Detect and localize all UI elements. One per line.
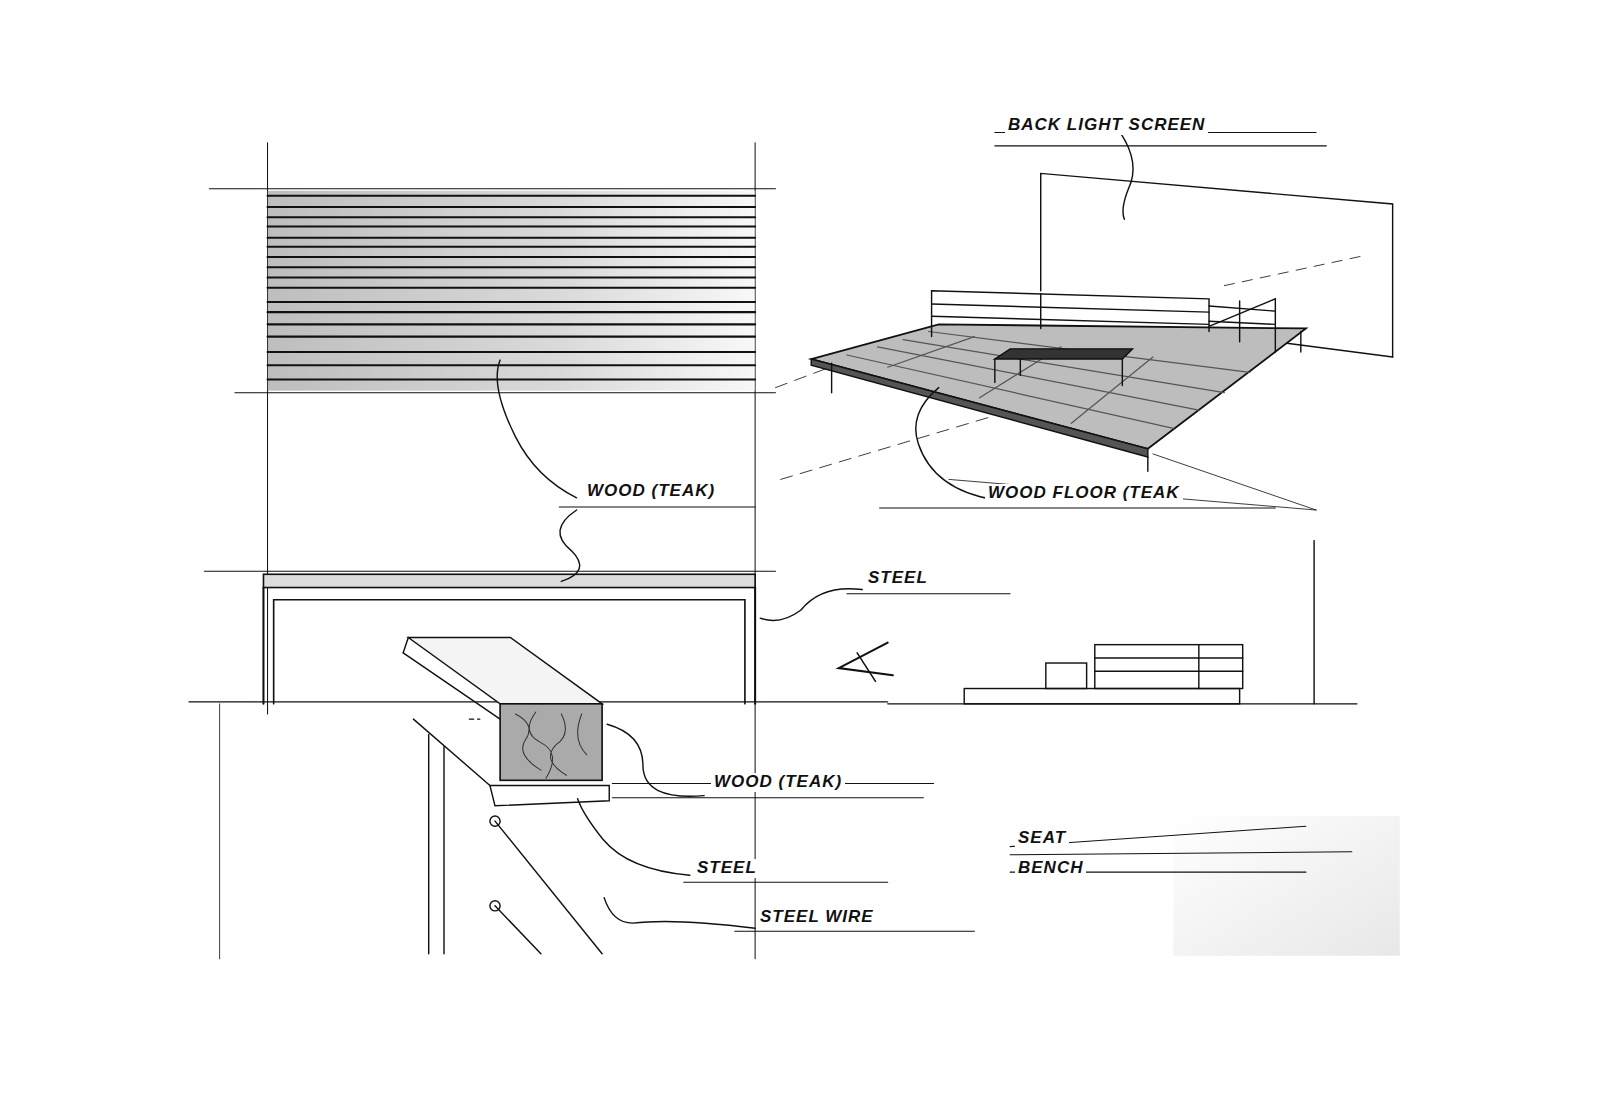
material-label: STEEL [865,569,931,588]
material-label: WOOD (TEAK) [711,773,845,792]
title-label: SEAT [1015,829,1069,848]
material-label: WOOD (TEAK) [584,482,718,501]
title-label: BENCH [1015,859,1086,878]
material-label: STEEL [694,859,760,878]
part-label: BACK LIGHT SCREEN [1005,116,1208,135]
material-label: WOOD FLOOR (TEAK [985,484,1183,503]
material-label: STEEL WIRE [757,908,877,927]
